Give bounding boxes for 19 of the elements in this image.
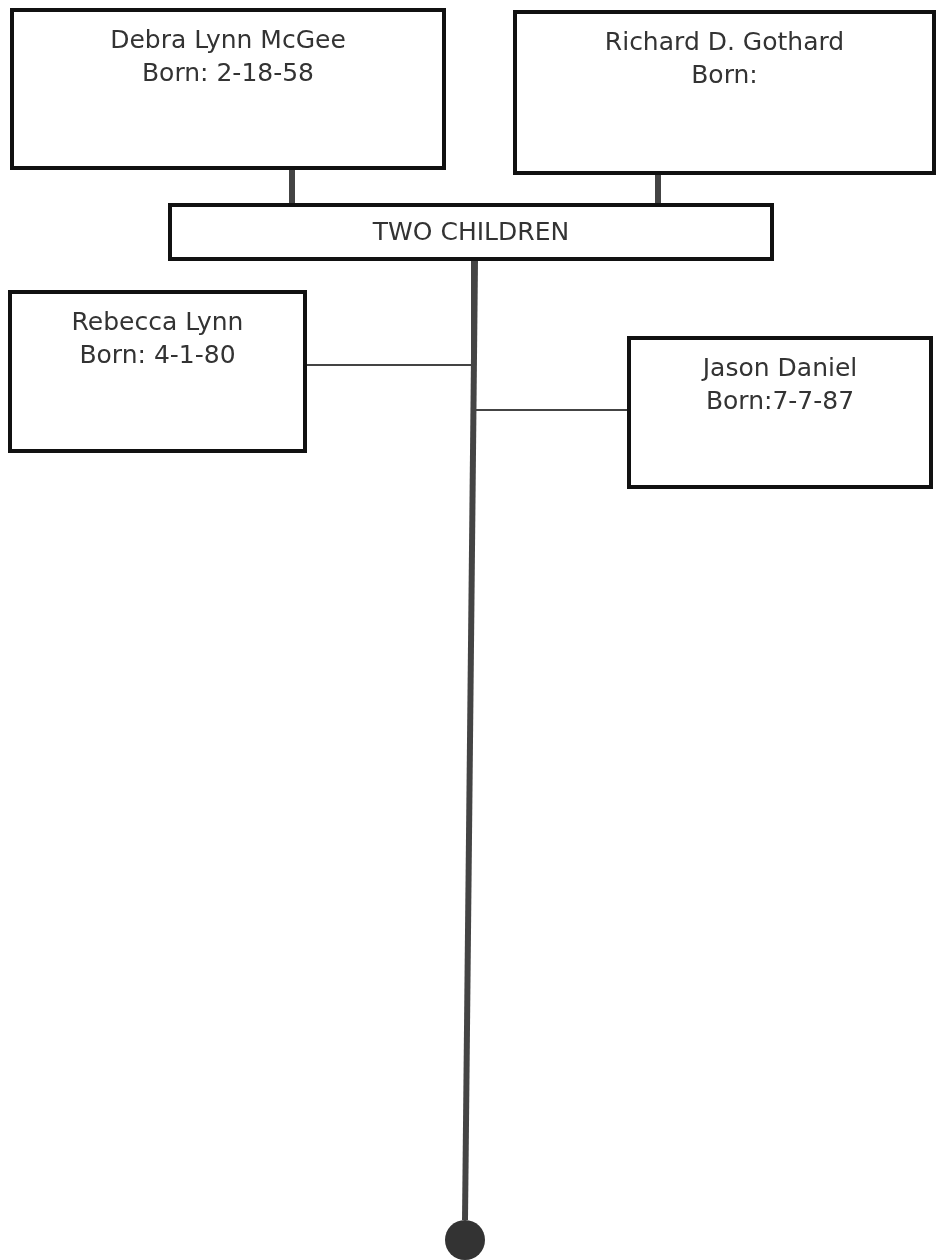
connector-line [462,260,478,1221]
connector-line [655,175,661,203]
person-box [10,8,446,170]
connector-line [471,260,628,411]
end-dot [445,1220,485,1260]
name-text: TWO CHILDREN [372,215,570,248]
name-text: Richard D. Gothard [604,26,845,58]
birth-date-text: Born: 4-1-80 [79,338,236,371]
birth-date-text: Born: [691,58,758,91]
name-text: Jason Daniel [702,352,858,384]
name-text: Debra Lynn McGee [110,24,346,56]
connector-line [289,170,295,203]
person-box [168,203,774,261]
person-box [8,290,307,453]
birth-date-text: Born: 2-18-58 [141,56,315,89]
person-box [627,336,933,489]
birth-date-text: Born:7-7-87 [705,384,855,417]
name-text: Rebecca Lynn [71,306,244,338]
person-box [513,10,936,175]
